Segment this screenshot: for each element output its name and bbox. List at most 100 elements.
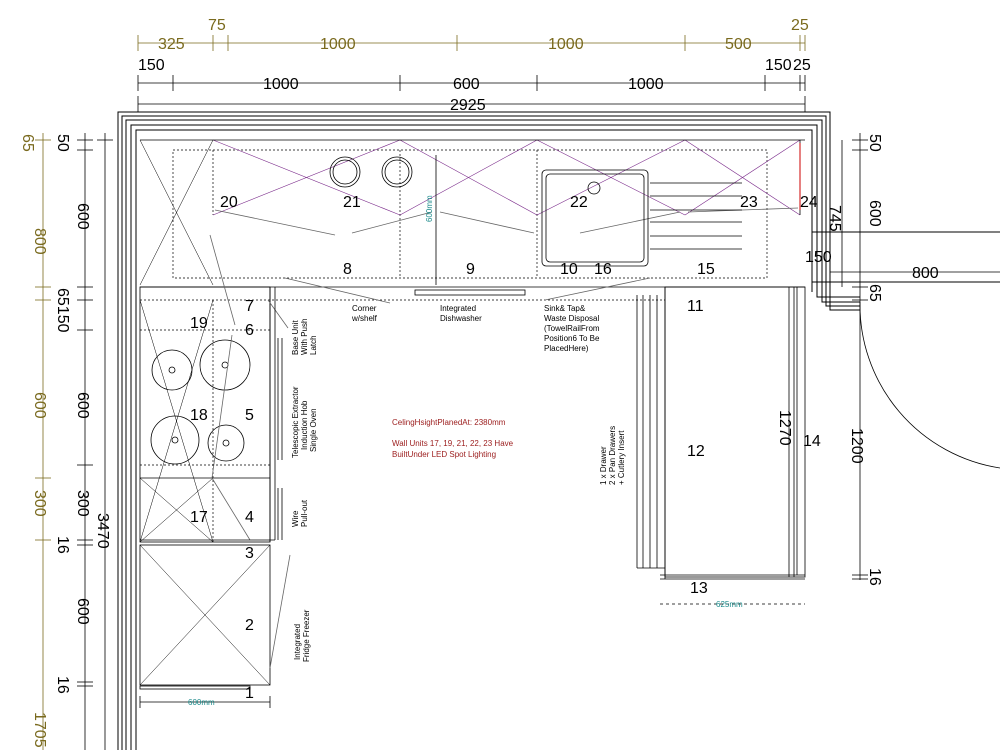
unit-1: 1 [245, 685, 254, 702]
left-units [139, 234, 289, 543]
svg-text:w/shelf: w/shelf [351, 314, 378, 323]
left-inner-16a: 16 [54, 536, 71, 554]
dim-600mm-wall: 600mm [425, 195, 434, 222]
label-sink: Sink& Tap& Waste Disposal (TowelRailFrom… [544, 304, 600, 353]
left-overall-3470: 3470 [94, 513, 111, 549]
unit-17: 17 [190, 509, 208, 526]
unit-12: 12 [687, 443, 705, 460]
right-dim-16: 16 [866, 568, 883, 586]
dim-600mm-bottom: 600mm [188, 698, 215, 707]
label-cooking: Telescopic Extractor Induction Hob Singl… [291, 386, 318, 458]
unit-8: 8 [343, 261, 352, 278]
left-outer-300: 300 [31, 490, 48, 517]
left-inner-65150: 65150 [54, 288, 71, 333]
svg-text:Latch: Latch [309, 335, 318, 355]
unit-14: 14 [803, 433, 821, 450]
svg-text:Fridge Freezer: Fridge Freezer [302, 609, 311, 662]
sink [541, 169, 742, 267]
dishwasher-unit [284, 277, 651, 304]
walls [117, 111, 1000, 750]
svg-text:(TowelRailFrom: (TowelRailFrom [544, 324, 600, 333]
top-dim-25b: 25 [793, 57, 811, 74]
left-outer-600: 600 [31, 392, 48, 419]
unit-10: 10 [560, 261, 578, 278]
label-corner: Corner w/shelf [351, 304, 378, 323]
top-dim-325: 325 [158, 36, 185, 53]
left-dimension-lines [35, 133, 113, 750]
top-dim-1000d: 1000 [628, 76, 664, 93]
top-dim-25a: 25 [791, 17, 809, 34]
unit-16: 16 [594, 261, 612, 278]
unit-21: 21 [343, 194, 361, 211]
svg-text:Sink& Tap&: Sink& Tap& [544, 304, 586, 313]
unit-18: 18 [190, 407, 208, 424]
svg-text:Position6 To Be: Position6 To Be [544, 334, 600, 343]
svg-text:With Push: With Push [300, 319, 309, 355]
label-base-unit: Base Unit With Push Latch [291, 319, 318, 355]
note-lighting-2: BuiltUnder LED Spot Lighting [392, 450, 496, 459]
unit-7: 7 [245, 298, 254, 315]
label-dishwasher: Integrated Dishwasher [440, 304, 482, 323]
label-drawers: 1 x Drawer 2 x Pan Drawers + Cutlery Ins… [599, 426, 626, 485]
left-inner-600a: 600 [74, 203, 91, 230]
svg-text:Integrated: Integrated [293, 624, 302, 660]
unit-22: 22 [570, 194, 588, 211]
svg-text:Pull-out: Pull-out [300, 499, 309, 527]
top-dimension-lines [137, 35, 806, 112]
dim-150: 150 [805, 249, 832, 266]
label-wire-pullout: Wire Pull-out [291, 499, 309, 527]
right-dim-1200: 1200 [848, 428, 865, 464]
bottom-dimension-lines [139, 603, 805, 708]
left-inner-300: 300 [74, 490, 91, 517]
svg-text:PlacedHere): PlacedHere) [544, 344, 589, 353]
top-dim-500: 500 [725, 36, 752, 53]
unit-9: 9 [466, 261, 475, 278]
island-units [636, 286, 806, 580]
svg-text:Waste Disposal: Waste Disposal [544, 314, 600, 323]
dim-1270: 1270 [776, 410, 793, 446]
top-dim-150b: 150 [765, 57, 792, 74]
svg-text:2 x Pan Drawers: 2 x Pan Drawers [608, 426, 617, 485]
svg-text:Corner: Corner [352, 304, 377, 313]
left-inner-16b: 16 [54, 676, 71, 694]
top-dim-overall: 2925 [450, 97, 486, 114]
top-dim-1000a: 1000 [320, 36, 356, 53]
left-inner-600b: 600 [74, 392, 91, 419]
right-dim-745: 745 [826, 205, 843, 232]
note-lighting-1: Wall Units 17, 19, 21, 22, 23 Have [392, 439, 514, 448]
unit-15: 15 [697, 261, 715, 278]
svg-text:Dishwasher: Dishwasher [440, 314, 482, 323]
right-dimension-lines [435, 133, 1000, 580]
unit-23: 23 [740, 194, 758, 211]
top-dim-75: 75 [208, 17, 226, 34]
right-dim-600: 600 [866, 200, 883, 227]
unit-6: 6 [245, 322, 254, 339]
svg-text:Base Unit: Base Unit [291, 320, 300, 355]
top-dim-150a: 150 [138, 57, 165, 74]
svg-text:1 x Drawer: 1 x Drawer [599, 446, 608, 485]
svg-text:Single Oven: Single Oven [309, 408, 318, 452]
dim-800: 800 [912, 265, 939, 282]
top-dim-600: 600 [453, 76, 480, 93]
unit-5: 5 [245, 407, 254, 424]
top-dim-1000b: 1000 [548, 36, 584, 53]
unit-19: 19 [190, 315, 208, 332]
unit-24: 24 [800, 194, 818, 211]
note-ceiling: CelingHsightPlanedAt: 2380mm [392, 418, 506, 427]
svg-text:Wire: Wire [291, 510, 300, 527]
svg-text:Integrated: Integrated [440, 304, 476, 313]
unit-11: 11 [687, 298, 704, 315]
unit-4: 4 [245, 509, 254, 526]
unit-20: 20 [220, 194, 238, 211]
left-outer-800: 800 [31, 228, 48, 255]
unit-13: 13 [690, 580, 708, 597]
right-dim-50: 50 [866, 134, 883, 152]
left-inner-600c: 600 [74, 598, 91, 625]
svg-text:Telescopic Extractor: Telescopic Extractor [291, 386, 300, 458]
unit-3: 3 [245, 545, 254, 562]
left-outer-1705: 1705 [31, 712, 48, 748]
left-inner-50: 50 [54, 134, 71, 152]
unit-2: 2 [245, 617, 254, 634]
door-swing [859, 301, 1000, 469]
